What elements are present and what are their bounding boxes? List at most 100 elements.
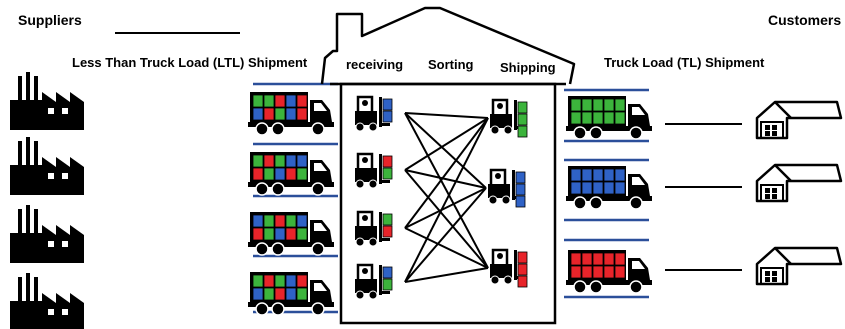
cargo-box [592, 181, 604, 195]
shipping-forklift [488, 168, 526, 208]
cargo-box [592, 265, 604, 279]
truck-window [314, 223, 327, 231]
truck-chassis [248, 182, 334, 187]
forklift-mast [379, 154, 382, 184]
cargo-box [296, 94, 308, 108]
forklift-driver [497, 253, 503, 259]
forklift-wheel [355, 122, 365, 132]
forklift-box [382, 110, 393, 123]
warehouse-roof [320, 6, 576, 85]
shipping-forklift [490, 98, 528, 138]
forklift-wheel [368, 179, 378, 189]
truck-chassis [248, 122, 334, 127]
cargo-box [614, 168, 626, 182]
customer-warehouse-icon [755, 246, 843, 286]
forklift-body [355, 111, 377, 125]
factory-icon [10, 273, 84, 329]
truck-window [314, 283, 327, 291]
truck-wheel [255, 242, 269, 256]
cargo-box [285, 214, 297, 228]
customer-box [765, 271, 770, 276]
sorting-line [404, 112, 489, 119]
cargo-box [603, 111, 615, 125]
forklift-box [382, 278, 393, 291]
forklift-wheel [501, 195, 511, 205]
ltl-shipment-label: Less Than Truck Load (LTL) Shipment [72, 55, 308, 70]
customer-box [765, 131, 770, 136]
cargo-box [603, 181, 615, 195]
factory-window [48, 173, 54, 179]
cargo-box [285, 154, 297, 168]
truck-wheel [573, 280, 587, 294]
forklift-body [490, 264, 512, 278]
customers-label: Customers [768, 12, 842, 28]
forklift-body [355, 168, 377, 182]
truck-chassis [248, 242, 334, 247]
cargo-box [581, 265, 593, 279]
forklift-cage [489, 168, 507, 188]
cargo-box [296, 274, 308, 288]
sorting-line [404, 169, 489, 269]
cargo-box [603, 252, 615, 266]
cargo-box [263, 154, 275, 168]
truck-window [314, 163, 327, 171]
customer-roof-edge [774, 101, 792, 119]
forklift-driver [362, 157, 368, 163]
forklift-box [517, 275, 528, 288]
cargo-box [285, 287, 297, 301]
factory-icon [10, 205, 84, 263]
factory-window [48, 108, 54, 114]
truck-chassis [566, 280, 652, 285]
sorting-line [404, 227, 489, 269]
customer-warehouse-icon [755, 163, 843, 203]
factory-icon [10, 72, 84, 130]
cargo-box [296, 214, 308, 228]
cargo-box [603, 168, 615, 182]
truck-wheel [311, 122, 325, 136]
cargo-box [274, 287, 286, 301]
forklift-box [517, 101, 528, 114]
forklift-mast [379, 212, 382, 242]
factory-shape [10, 205, 84, 263]
forklift-driver [497, 103, 503, 109]
factory-shape [10, 137, 84, 195]
factory-shape [10, 273, 84, 329]
truck-wheel [629, 280, 643, 294]
forklift-box [517, 251, 528, 264]
cargo-box [274, 227, 286, 241]
truck-window [632, 177, 645, 185]
truck-window [632, 107, 645, 115]
cargo-box [592, 168, 604, 182]
sorting-label: Sorting [428, 57, 474, 72]
cargo-box [252, 214, 264, 228]
cargo-box [263, 167, 275, 181]
forklift-mast [379, 265, 382, 295]
cargo-box [274, 214, 286, 228]
truck-wheel [573, 196, 587, 210]
forklift-body [488, 184, 510, 198]
forklift-cage [491, 248, 509, 268]
truck-wheel [271, 182, 285, 196]
cargo-box [274, 167, 286, 181]
forklift-box [515, 195, 526, 208]
forklift-cage [356, 152, 374, 172]
receiving-forklift [355, 152, 393, 189]
sorting-line [404, 187, 487, 229]
customer-box [765, 125, 770, 130]
factory-window [62, 241, 68, 247]
cargo-box [263, 107, 275, 121]
forklift-driver [495, 173, 501, 179]
cargo-box [274, 274, 286, 288]
cargo-box [581, 252, 593, 266]
cargo-box [614, 265, 626, 279]
cargo-box [285, 94, 297, 108]
forklift-box [517, 263, 528, 276]
receiving-forklift [355, 263, 393, 300]
customer-box [772, 277, 777, 282]
warehouse [320, 6, 576, 325]
forklift-box [382, 155, 393, 168]
cargo-box [296, 167, 308, 181]
cargo-box [252, 167, 264, 181]
truck-wheel [573, 126, 587, 140]
customer-door [760, 267, 784, 285]
